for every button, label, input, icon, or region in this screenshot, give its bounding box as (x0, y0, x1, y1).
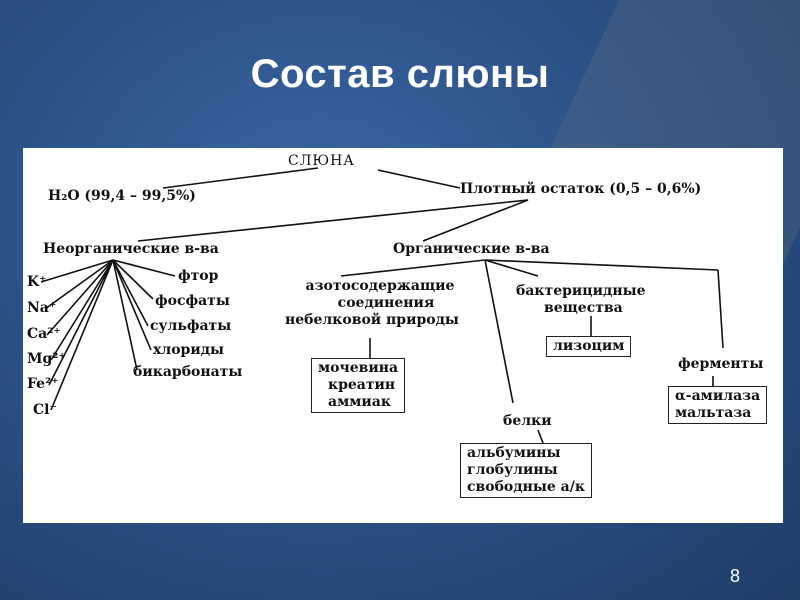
bactericidal-label: бактерицидные вещества (516, 283, 646, 317)
edge-inorg-mg (50, 259, 114, 361)
edge-inorg-chlorides (112, 259, 152, 351)
edge-dry-organic (422, 199, 529, 242)
nitrogen-label-line-3: небелковой природы (285, 312, 459, 328)
root-node: СЛЮНА (288, 153, 355, 169)
bactericidal-label-line-1: бактерицидные (516, 283, 646, 299)
anion-phosphates: фосфаты (155, 293, 230, 309)
item-albumins: альбумины (467, 445, 561, 461)
water-node: H₂O (99,4 – 99,5%) (48, 188, 196, 204)
edge-org-enzymes-b (717, 269, 724, 349)
cation-mg: Mg²⁺ (27, 351, 66, 367)
bactericidal-label-line-2: вещества (544, 300, 623, 316)
dry-residue-node: Плотный остаток (0,5 – 0,6%) (460, 181, 702, 197)
nitrogen-label: азотосодержащие соединения небелковой пр… (285, 278, 459, 329)
edge-inorg-fe (48, 259, 114, 386)
item-maltase: мальтаза (675, 405, 752, 421)
anion-sulfates: сульфаты (150, 318, 232, 334)
proteins-label: белки (503, 413, 552, 429)
inorganic-node: Неорганические в-ва (43, 241, 219, 257)
edge-org-bactericidal (484, 259, 539, 277)
enzymes-items-box: α-амилаза мальтаза (668, 386, 768, 424)
edge-inorg-bicarbonates (112, 259, 138, 371)
item-urea: мочевина (318, 360, 399, 376)
cation-na: Na⁺ (27, 300, 57, 316)
bactericidal-items-box: лизоцим (546, 336, 632, 357)
nitrogen-label-line-1: азотосодержащие (305, 278, 455, 294)
cation-fe: Fe²⁺ (27, 376, 59, 392)
edge-inorg-sulfates (112, 259, 149, 327)
edge-root-water (162, 167, 319, 189)
edge-dry-inorganic (137, 199, 529, 242)
edge-inorg-phosphates (112, 259, 154, 300)
edge-inorg-ca (46, 259, 114, 336)
nitrogen-label-line-2: соединения (337, 295, 435, 311)
anion-chlorides: хлориды (153, 342, 225, 358)
connector-lines (40, 167, 724, 444)
edge-org-proteins (484, 259, 514, 404)
item-free-amino-acids: свободные а/к (467, 479, 585, 495)
nitrogen-items-box: мочевина креатин аммиак (311, 358, 406, 413)
slide-title: Состав слюны (250, 52, 550, 96)
edge-inorg-ftor (112, 259, 176, 277)
edge-org-nitrogen (340, 259, 486, 277)
diagram-panel: СЛЮНА H₂O (99,4 – 99,5%) Плотный остаток… (23, 148, 783, 523)
item-lysozyme: лизоцим (553, 338, 625, 354)
item-alpha-amylase: α-амилаза (675, 388, 761, 404)
edge-inorg-na (44, 259, 114, 310)
item-ammonia: аммиак (328, 394, 391, 410)
cation-ca: Ca²⁺ (27, 326, 61, 342)
item-globulins: глобулины (467, 462, 558, 478)
organic-node: Органические в-ва (393, 241, 550, 257)
item-creatine: креатин (328, 377, 396, 393)
cation-k: K⁺ (27, 274, 47, 290)
page-number: 8 (729, 566, 740, 586)
edge-root-dry (377, 169, 461, 189)
anion-ftor: фтор (178, 268, 219, 284)
enzymes-label: ферменты (678, 356, 764, 372)
anion-bicarbonates: бикарбонаты (133, 364, 243, 380)
edge-inorg-cl (50, 259, 114, 411)
anion-cl: Cl⁻ (33, 402, 57, 418)
proteins-items-box: альбумины глобулины свободные а/к (460, 443, 592, 498)
edge-org-enzymes-a (484, 259, 719, 271)
edge-inorg-k (40, 259, 114, 283)
edge-proteins-box (537, 429, 544, 444)
